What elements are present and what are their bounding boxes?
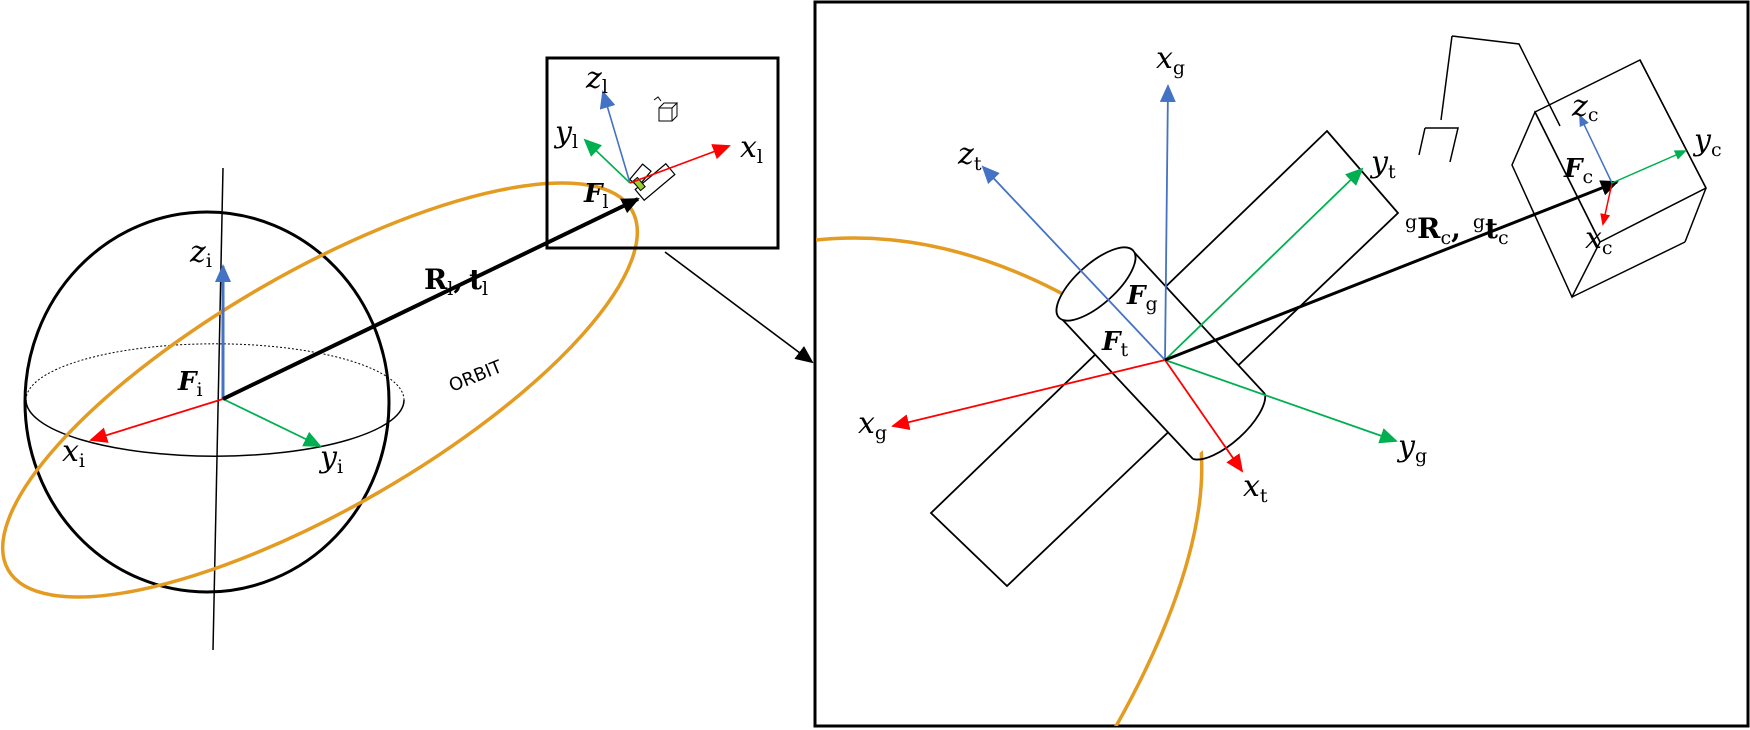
earth-equator-back: [25, 343, 405, 401]
lvlh-z-label: zl: [585, 61, 608, 98]
camera-frame-label: Fc: [1563, 154, 1593, 188]
camera-transform-arrow: [1164, 180, 1619, 362]
grapple-frame-label: Fg: [1126, 281, 1158, 315]
earth-sphere: [23, 210, 391, 594]
grapple-x-left-axis: [891, 359, 1166, 431]
inset-camera-icon: [653, 96, 679, 122]
grapple-y-label: yg: [1396, 429, 1427, 467]
inertial-x-axis: [89, 398, 224, 443]
right-panel: xg zt yt Fg Ft xg xt yg zc yc Fc xc gRc,…: [813, 0, 1750, 728]
earth-polar-axis: [212, 167, 224, 651]
lvlh-transform-label: Rl,tl: [424, 263, 488, 300]
camera-cube: [1511, 59, 1708, 299]
target-y-axis: [1164, 167, 1364, 361]
target-x-axis: [1164, 359, 1244, 473]
lvlh-frame-label: Fl: [583, 179, 609, 213]
left-panel: Fi zi xi yi Rl,tl ORBIT zl yl: [0, 56, 814, 651]
lvlh-transform-arrow: [222, 197, 640, 401]
camera-z-axis: [1579, 114, 1613, 184]
target-frame-label: Ft: [1101, 327, 1128, 361]
target-z-axis: [981, 165, 1166, 361]
inertial-x-label: xi: [62, 434, 85, 472]
grapple-y-axis: [1164, 359, 1398, 444]
earth-equator-front: [25, 399, 405, 457]
lvlh-x-axis: [629, 144, 731, 184]
inertial-frame-label: Fi: [177, 367, 203, 401]
inertial-z-label: zi: [189, 235, 212, 272]
grapple-x-up-label: xg: [1156, 41, 1185, 79]
target-y-label: yt: [1369, 145, 1396, 183]
lvlh-x-label: xl: [740, 130, 763, 168]
lvlh-y-axis: [583, 138, 631, 184]
inset-box: [545, 56, 780, 250]
camera-z-label: zc: [1571, 89, 1598, 126]
camera-transform-label: gRc,gtc: [1405, 211, 1509, 249]
camera-y-axis: [1611, 150, 1687, 184]
camera-x-label: xc: [1585, 221, 1613, 259]
inertial-y-label: yi: [318, 440, 343, 478]
grapple-x-up-axis: [1159, 84, 1176, 361]
lvlh-y-label: yl: [553, 115, 578, 153]
camera-y-label: yc: [1692, 123, 1722, 161]
grapple-x-left-label: xg: [858, 406, 887, 444]
inertial-y-axis: [222, 398, 322, 447]
orbit-label: ORBIT: [446, 356, 506, 397]
target-x-label: xt: [1243, 469, 1268, 507]
zoom-arrow: [664, 251, 814, 364]
robot-arm: [1418, 35, 1561, 163]
target-z-label: zt: [957, 137, 982, 175]
lvlh-z-axis: [599, 90, 631, 184]
zoom-panel-frame: [813, 0, 1750, 728]
camera-x-axis: [1600, 182, 1613, 226]
